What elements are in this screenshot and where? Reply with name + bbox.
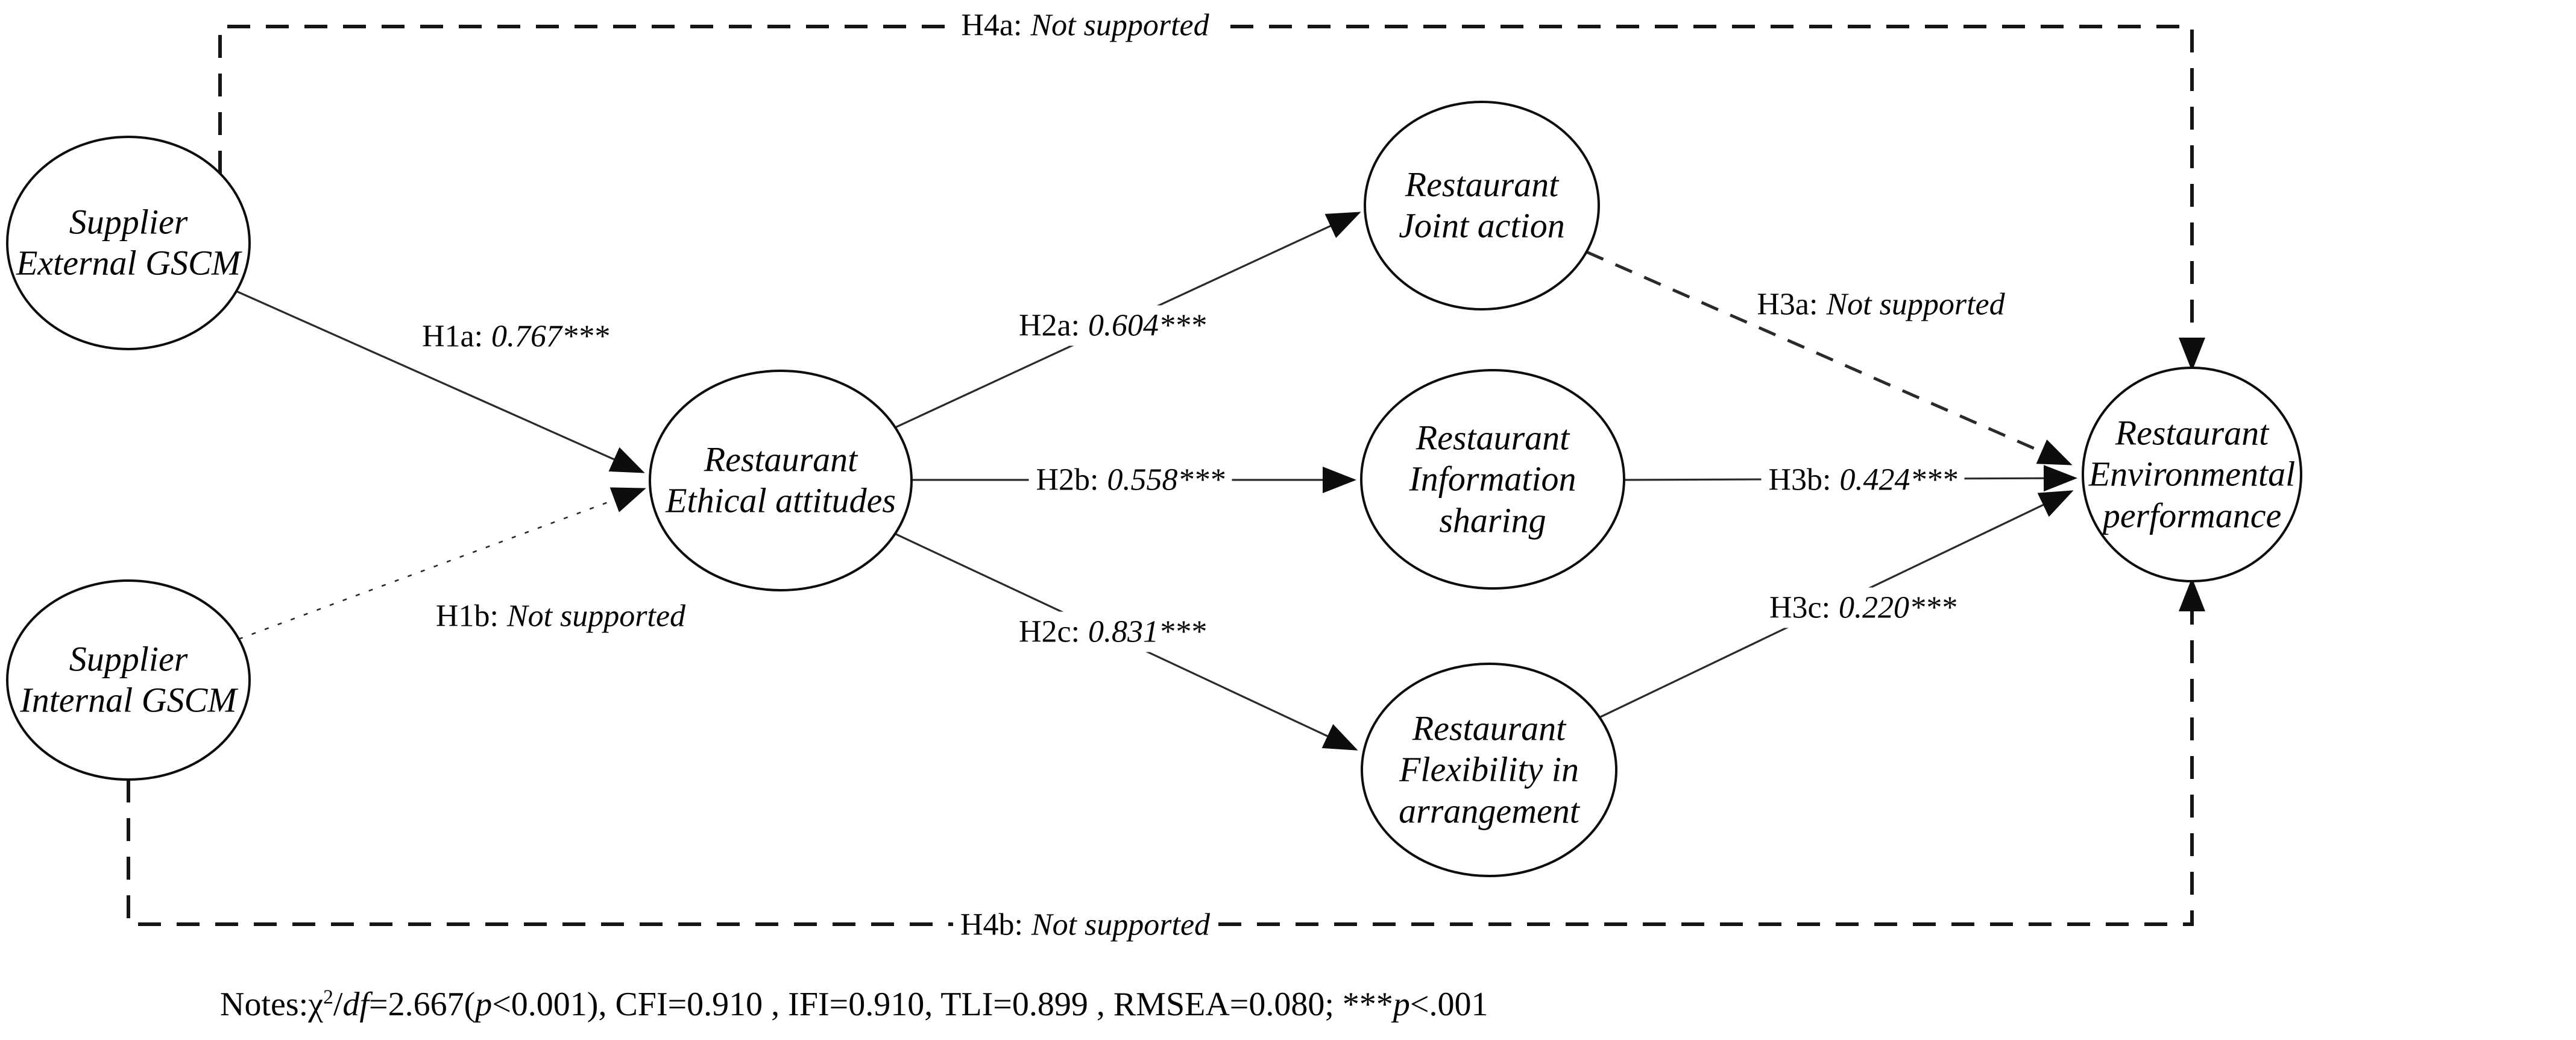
edge-h4b [127, 578, 2205, 926]
edge-h3b [1623, 465, 2077, 492]
fit-statistics-note: Notes:χ2/df=2.667(p<0.001), CFI=0.910 , … [220, 986, 1488, 1023]
edge-h2c [894, 532, 1358, 751]
node-restaurant-information-sharing [1360, 369, 1625, 590]
node-supplier-external-gscm [6, 136, 251, 350]
edge-h3c [1599, 490, 2074, 719]
edge-h1a [236, 290, 645, 473]
node-supplier-internal-gscm [6, 579, 251, 781]
node-restaurant-joint-action [1364, 101, 1600, 310]
edge-h2a [895, 212, 1361, 429]
node-restaurant-flexibility-in-arrangement [1361, 663, 1617, 877]
edge-h1b [238, 487, 646, 640]
node-restaurant-ethical-attitudes [649, 370, 913, 591]
edge-h3a [1586, 250, 2073, 466]
node-restaurant-environmental-performance [2082, 367, 2302, 582]
edge-h4a [218, 25, 2205, 371]
